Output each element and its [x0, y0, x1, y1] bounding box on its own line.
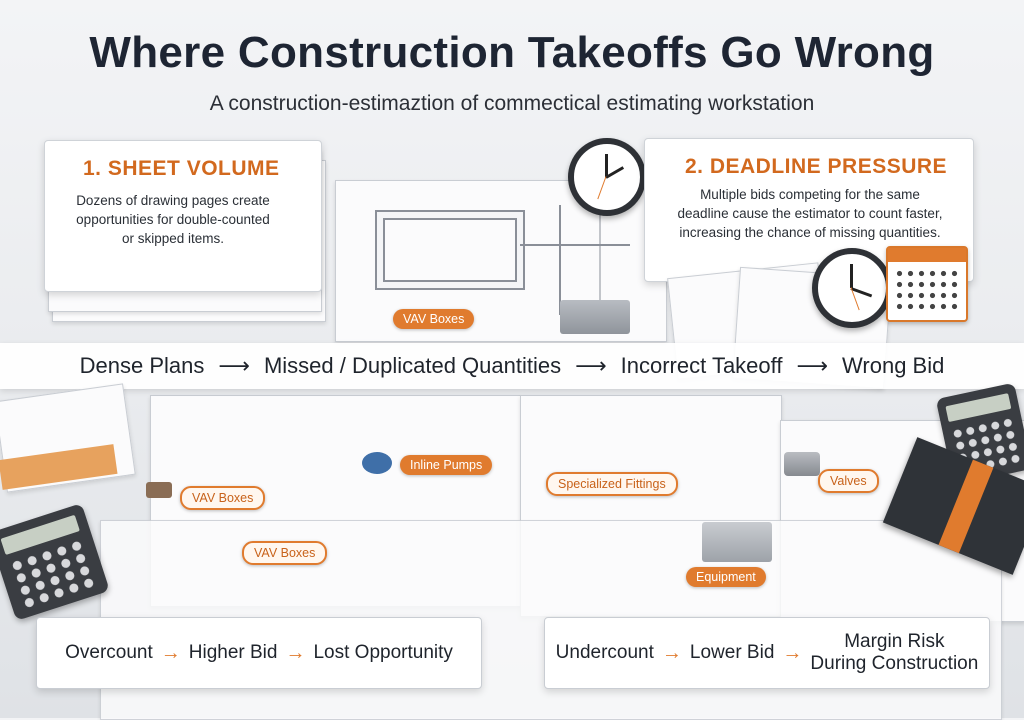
overcount-label: Overcount — [65, 642, 153, 663]
deadline-pressure-card: 2. DEADLINE PRESSURE Multiple bids compe… — [644, 138, 974, 282]
tag-inline-pumps: Inline Pumps — [400, 455, 493, 475]
flow-step-missed: Missed / Duplicated Quantities — [263, 353, 562, 378]
equipment-icon — [560, 300, 630, 334]
sheet-volume-body: Dozens of drawing pages create opportuni… — [76, 193, 270, 246]
pump-icon — [362, 452, 392, 474]
margin-risk-line-2: During Construction — [810, 653, 979, 674]
arrow-right-icon: → — [782, 641, 803, 664]
sheet-volume-card: 1. SHEET VOLUME Dozens of drawing pages … — [44, 140, 322, 292]
calculator-icon — [0, 503, 110, 621]
overcount-box: Overcount → Higher Bid → Lost Opportunit… — [36, 617, 482, 689]
valve-icon — [146, 482, 172, 498]
margin-risk-line-1: Margin Risk — [844, 631, 945, 652]
undercount-label: Undercount — [555, 642, 654, 663]
page-title: Where Construction Takeoffs Go Wrong — [89, 28, 935, 77]
flow-arrow-icon: ⟶ — [575, 353, 607, 378]
deadline-pressure-body: Multiple bids competing for the same dea… — [677, 187, 943, 240]
flow-step-dense-plans: Dense Plans — [79, 353, 205, 378]
arrow-right-icon: → — [160, 641, 181, 664]
lost-opportunity-label: Lost Opportunity — [313, 642, 453, 663]
flow-banner: Dense Plans ⟶ Missed / Duplicated Quanti… — [0, 343, 1024, 389]
clock-icon-2 — [812, 248, 892, 328]
flow-step-wrong-bid: Wrong Bid — [842, 353, 945, 378]
tag-vav-boxes-top: VAV Boxes — [393, 309, 475, 329]
tag-valves: Valves — [818, 469, 879, 493]
equipment-unit-icon — [702, 522, 772, 562]
tag-equipment: Equipment — [686, 567, 766, 587]
duct-drawing — [375, 205, 630, 315]
higher-bid-label: Higher Bid — [188, 642, 278, 663]
arrow-right-icon: → — [285, 641, 306, 664]
flow-arrow-icon: ⟶ — [218, 353, 250, 378]
sheet-volume-heading: 1. SHEET VOLUME — [83, 157, 280, 180]
clock-icon — [568, 138, 646, 216]
arrow-right-icon: → — [661, 641, 682, 664]
flow-arrow-icon: ⟶ — [796, 353, 829, 378]
tag-specialized-fittings: Specialized Fittings — [546, 472, 678, 496]
tag-vav-boxes-mid: VAV Boxes — [180, 486, 266, 510]
lower-bid-label: Lower Bid — [689, 642, 775, 663]
page-subtitle: A construction-estimaztion of commectica… — [209, 92, 815, 115]
undercount-box: Undercount → Lower Bid → Margin Risk Dur… — [544, 617, 990, 689]
fitting-icon — [784, 452, 820, 476]
tag-vav-boxes-low: VAV Boxes — [242, 541, 328, 565]
calendar-icon — [886, 246, 968, 322]
flow-step-incorrect-takeoff: Incorrect Takeoff — [620, 353, 783, 378]
deadline-pressure-heading: 2. DEADLINE PRESSURE — [685, 155, 948, 178]
margin-risk-label: Margin Risk During Construction — [810, 631, 978, 675]
